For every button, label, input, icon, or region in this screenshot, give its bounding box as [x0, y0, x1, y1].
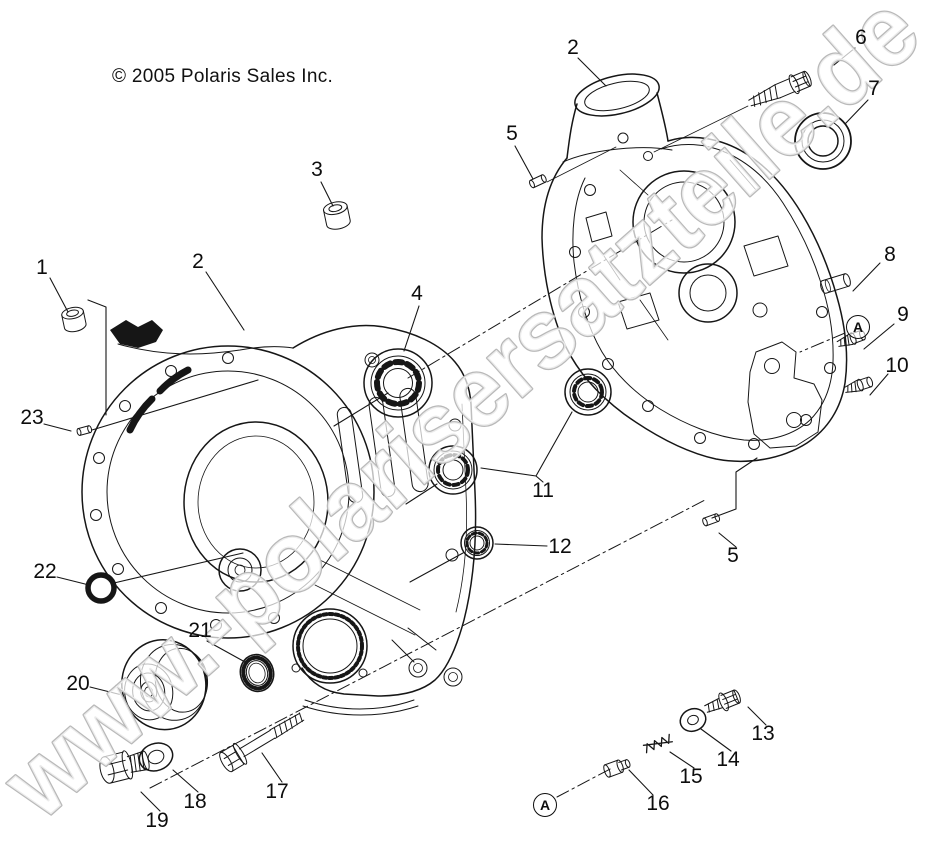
- copyright-text: © 2005 Polaris Sales Inc.: [112, 66, 334, 87]
- part-19-drain-plug: [99, 750, 150, 784]
- part-14-washer: [679, 707, 707, 733]
- part-6-flange-bolt: [748, 70, 812, 107]
- part-1-spacer-bushing: [61, 306, 87, 333]
- part-13-flange-bolt: [704, 689, 741, 713]
- part-7-oil-seal: [794, 112, 852, 170]
- part-11-ball-bearing-upper: [564, 368, 612, 416]
- bolt-holes-right: [569, 132, 836, 450]
- part-11-ball-bearing-lower: [428, 445, 478, 495]
- bolt-holes-left: [90, 352, 280, 631]
- part-23-dowel-pin: [76, 425, 93, 436]
- callout-leader-lines: [43, 47, 895, 812]
- part-20-one-way-clutch-pulley: [121, 639, 209, 731]
- part-5-dowel-pin-top: [529, 174, 547, 189]
- assembly-axis-lines: [149, 105, 846, 798]
- part-16-detent-pin: [603, 759, 631, 778]
- part-5-dowel-pin-bottom: [702, 513, 721, 527]
- pin5-elbow-leader: [711, 457, 758, 519]
- part-2-right-crankcase-half: [541, 73, 848, 462]
- part-4-ball-bearing: [363, 348, 433, 418]
- part-12-ball-bearing: [460, 526, 494, 560]
- part-9-set-screw: [836, 329, 866, 347]
- part-17-long-bolt: [219, 712, 305, 773]
- part-2-left-crankcase-half: [81, 320, 477, 716]
- part-3-bushing: [323, 201, 351, 230]
- part-22-o-ring: [85, 572, 117, 604]
- part-21-seal: [239, 653, 275, 693]
- part-10-set-screw: [843, 376, 874, 393]
- part-15-spring: [642, 733, 673, 754]
- part-8-dowel-pin: [820, 273, 851, 294]
